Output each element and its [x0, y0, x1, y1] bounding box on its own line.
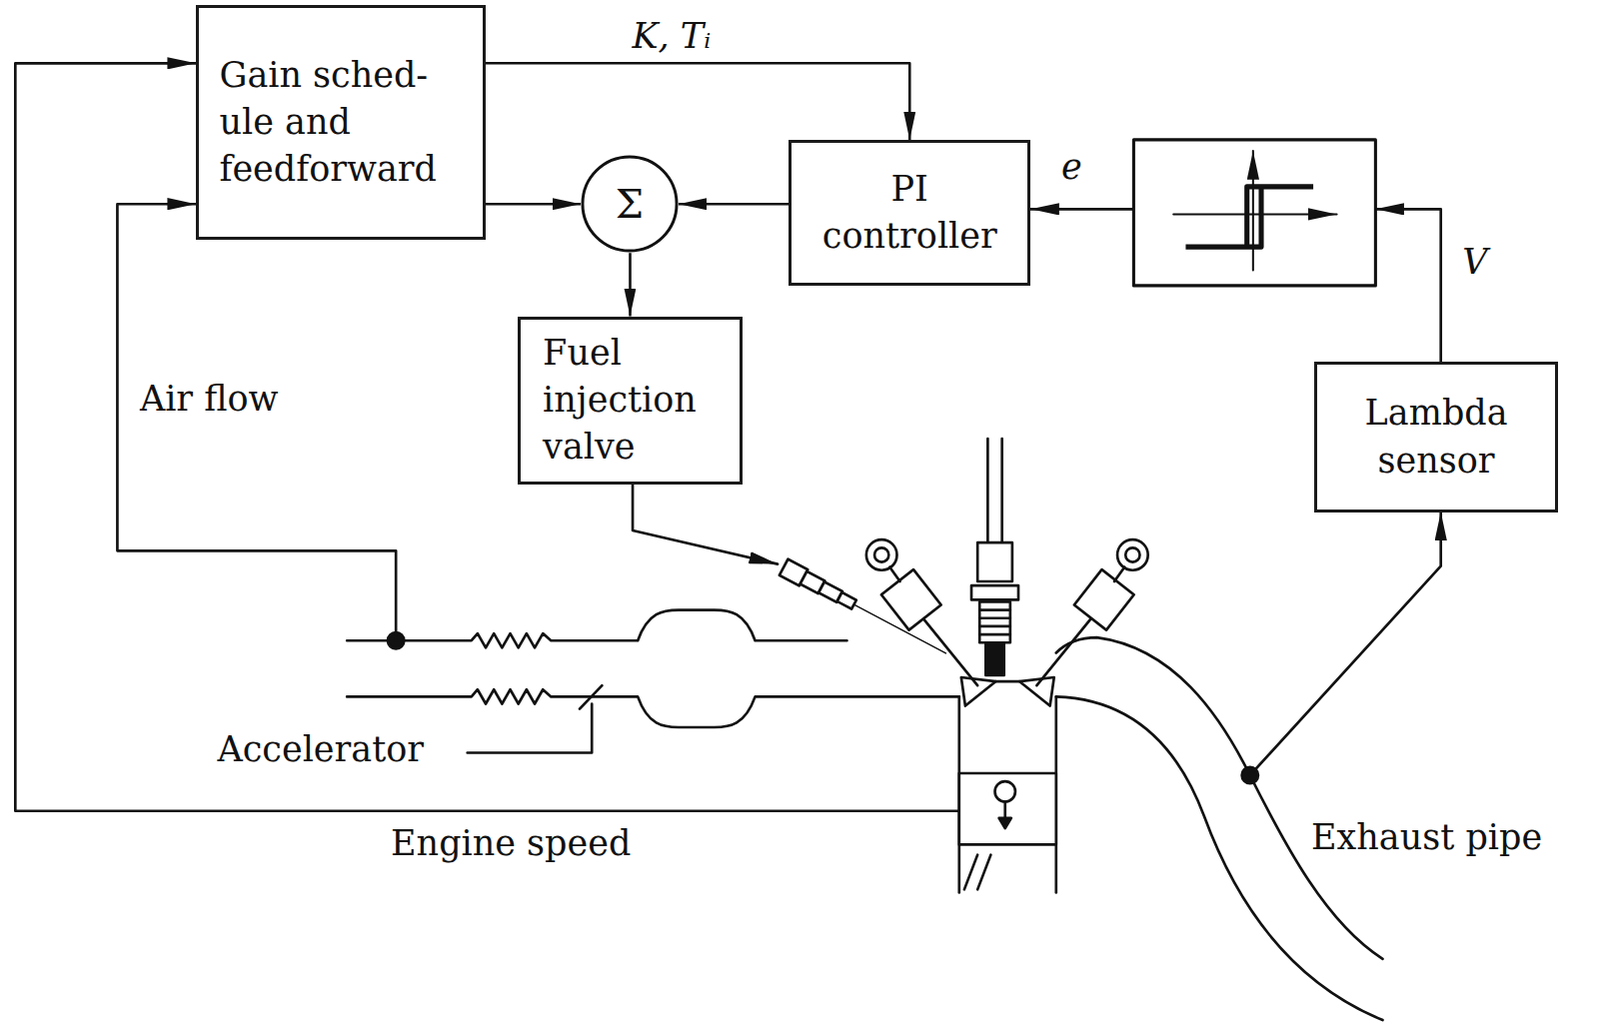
summing-junction: Σ	[580, 154, 679, 253]
spark-plug-tip	[985, 642, 1004, 676]
signal-name: e	[1061, 145, 1083, 188]
node-text: PI controller	[801, 165, 1018, 261]
signal-connector	[628, 252, 632, 316]
intake-lower-wall	[346, 689, 960, 728]
part-label: Accelerator	[216, 728, 424, 771]
parameter-label: K, Tᵢ	[631, 14, 711, 57]
gain-schedule-box: Gain sched- ule and feedforward	[195, 4, 486, 240]
intake-rocker-eye	[866, 539, 898, 571]
signal-connector	[485, 202, 581, 206]
injector-spray	[853, 604, 946, 654]
relay-axis	[1252, 150, 1255, 270]
piston-pin-arrowhead	[999, 818, 1012, 829]
spark-plug-thread-lines	[979, 610, 1011, 636]
injector-body	[837, 592, 857, 610]
spark-plug-nut	[971, 585, 1019, 600]
node-text: Σ	[615, 183, 644, 224]
relay-hysteresis-curve	[1185, 186, 1314, 247]
node-text: Fuel injection valve	[542, 329, 732, 472]
actuator-box: Fuel injection valve	[517, 316, 744, 485]
intake-valve	[961, 677, 997, 707]
exhaust-valve	[1019, 677, 1055, 707]
relay-axis	[1173, 212, 1337, 215]
part-label: Exhaust pipe	[1311, 816, 1543, 859]
exhaust-valve-spring	[1074, 569, 1135, 631]
sensor-voltage-line	[1375, 208, 1441, 362]
spark-plug-body	[977, 542, 1013, 582]
sensor-box: Lambda sensor	[1314, 361, 1559, 512]
piston-pin	[995, 781, 1016, 802]
intake-valve-spring	[881, 569, 942, 631]
exhaust-rocker-link	[1114, 567, 1125, 582]
node-text: Lambda sensor	[1327, 389, 1546, 485]
exhaust-upper-wall	[1056, 637, 1384, 960]
intake-rocker-link	[889, 567, 900, 582]
exhaust-lower-wall	[1056, 696, 1384, 1021]
spark-plug-wire	[987, 438, 1002, 543]
accelerator-leader	[467, 704, 593, 754]
exhaust-valve-stem	[1036, 610, 1098, 687]
signal-label: Air flow	[139, 377, 279, 420]
fuel-command-line	[632, 484, 778, 565]
signal-name: V	[1462, 240, 1488, 283]
node-text: Gain sched- ule and feedforward	[218, 51, 475, 194]
signal-label: Engine speed	[390, 822, 631, 865]
error-signal-line	[1030, 207, 1134, 211]
chamber-roof	[996, 680, 1020, 684]
junction-circle	[582, 156, 677, 251]
signal-connector	[485, 62, 910, 140]
intake-upper-wall	[346, 610, 847, 649]
spark-plug-thread	[979, 601, 1011, 643]
exhaust-rocker-eye	[1117, 539, 1149, 571]
intake-valve-stem	[916, 610, 978, 687]
exhaust-rocker-eye-inner	[1125, 547, 1140, 562]
relay-box	[1133, 139, 1376, 286]
signal-connector	[678, 202, 789, 206]
connecting-rod	[964, 855, 992, 891]
piston	[959, 773, 1057, 845]
air-flow-line	[116, 203, 396, 641]
controller-box: PI controller	[788, 139, 1031, 286]
intake-rocker-eye-inner	[874, 547, 889, 562]
exhaust-probe-line	[1250, 512, 1442, 776]
